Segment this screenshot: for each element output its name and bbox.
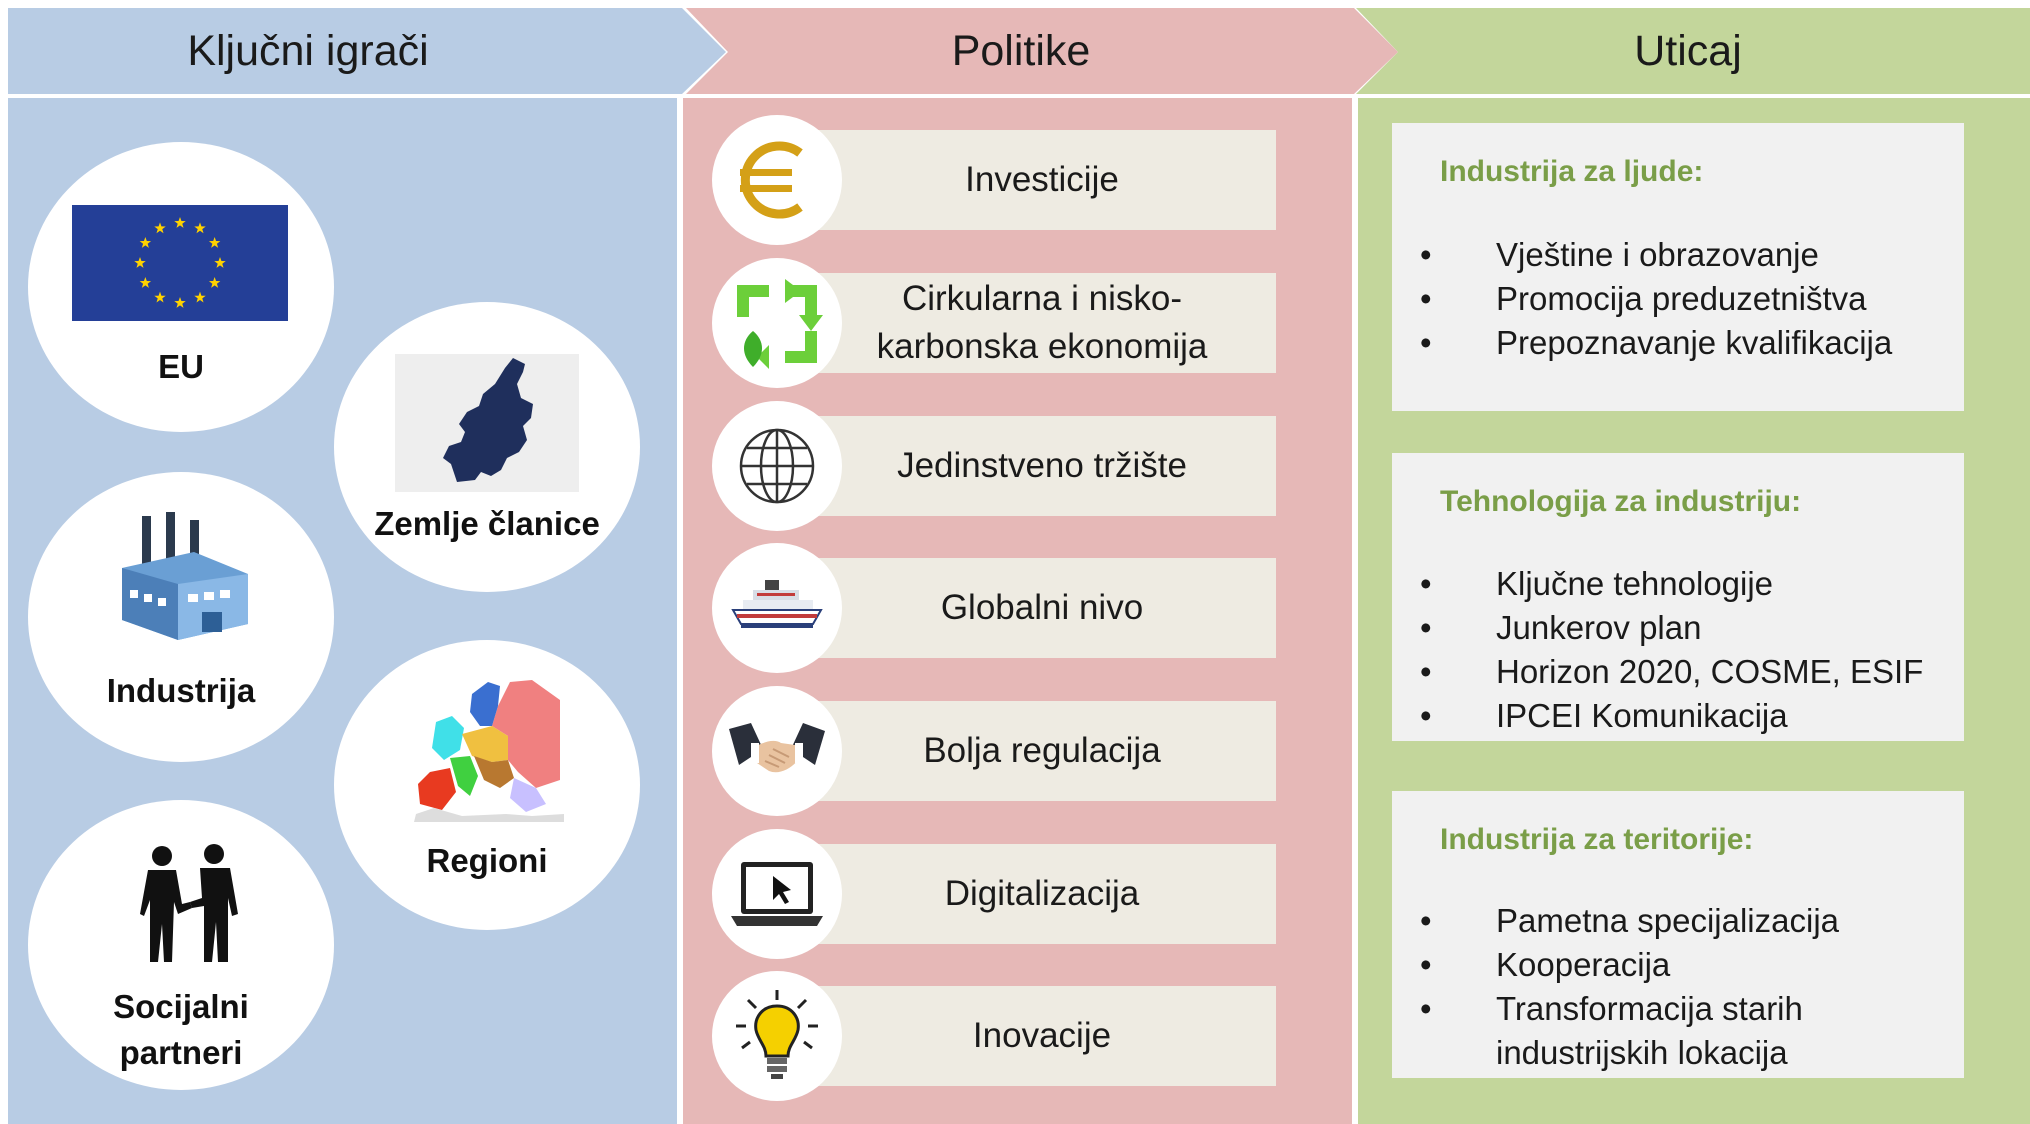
impact-title: Tehnologija za industriju: [1440, 485, 1802, 518]
list-item-text: Promocija preduzetništva [1496, 280, 1867, 317]
policy-label-line1: Cirkularna i nisko- [901, 279, 1183, 318]
euro-icon [712, 115, 842, 245]
list-item-text: Prepoznavanje kvalifikacija [1496, 324, 1893, 361]
eu-star-icon [134, 257, 146, 268]
policy-jedinstveno-trziste: Jedinstveno tržište [808, 416, 1276, 516]
list-item: • Pametna specijalizacija [1420, 899, 1839, 943]
list-item-text: Kooperacija [1496, 946, 1671, 983]
actor-regions-label: Regioni [426, 842, 548, 879]
impact-title: Industrija za teritorije: [1440, 823, 1754, 856]
policy-label: Globalni nivo [940, 588, 1144, 627]
eu-star-icon [194, 291, 206, 303]
bullet: • [1420, 946, 1432, 983]
list-item-text: Horizon 2020, COSME, ESIF [1496, 653, 1924, 690]
impact-box-people: Industrija za ljude: • Vještine i obrazov… [1392, 123, 1964, 411]
lightbulb-icon [712, 971, 842, 1101]
list-item: • Prepoznavanje kvalifikacija [1420, 321, 1892, 365]
list-item-text: IPCEI Komunikacija [1496, 697, 1788, 734]
eu-flag-icon [72, 205, 288, 321]
policy-bolja-regulacija: Bolja regulacija [808, 701, 1276, 801]
list-item: • Junkerov plan [1420, 606, 1923, 650]
actor-industry-label: Industrija [106, 672, 256, 709]
bullet: • [1420, 697, 1432, 734]
actor-member-states-label: Zemlje članice [374, 505, 600, 542]
actor-social-partners-label: Socijalni partneri [28, 984, 334, 1076]
header-chevrons [8, 8, 2030, 94]
impact-box-technology: Tehnologija za industriju: • Ključne tehn… [1392, 453, 1964, 741]
laptop-icon [712, 829, 842, 959]
bullet: • [1420, 990, 1432, 1027]
impact-box-territories: Industrija za teritorije: • Pametna speci… [1392, 791, 1964, 1078]
impact-list: • Pametna specijalizacija • Kooperacija • T… [1420, 899, 1839, 1075]
eu-star-icon [139, 277, 152, 288]
globe-icon [712, 401, 842, 531]
actor-eu-label: EU [158, 348, 204, 385]
handshake-icon [712, 686, 842, 816]
list-item: • IPCEI Komunikacija [1420, 694, 1923, 738]
actor-eu [28, 142, 334, 432]
bullet: • [1420, 324, 1432, 361]
eu-star-icon [208, 237, 221, 248]
header-impact: Uticaj [1634, 26, 1742, 75]
recycle-icon [712, 258, 842, 388]
regions-map-icon [414, 680, 564, 822]
bullet: • [1420, 609, 1432, 646]
policy-label: Jedinstveno tržište [897, 446, 1187, 485]
list-item-text: Junkerov plan [1496, 609, 1702, 646]
list-item: • Transformacija starih [1420, 987, 1839, 1031]
list-item-text: Transformacija starih [1496, 990, 1803, 1027]
list-item: • Horizon 2020, COSME, ESIF [1420, 650, 1923, 694]
eu-star-icon [139, 237, 152, 248]
header-policies: Politike [951, 26, 1091, 75]
actor-social-partners [28, 800, 334, 1090]
actor-member-states [334, 302, 640, 592]
europe-map-icon [395, 354, 579, 492]
social-partners-line2: partneri [119, 1034, 243, 1071]
policy-digitalizacija: Digitalizacija [808, 844, 1276, 944]
bullet: • [1420, 280, 1432, 317]
policy-label: Bolja regulacija [923, 731, 1161, 770]
actor-regions [334, 640, 640, 930]
list-item-text: industrijskih lokacija [1496, 1034, 1788, 1071]
policy-investicije: Investicije [808, 130, 1276, 230]
policy-label-line2: karbonska ekonomija [876, 327, 1208, 366]
bullet: • [1420, 236, 1432, 273]
impact-title: Industrija za ljude: [1440, 155, 1704, 188]
list-item: • Vještine i obrazovanje [1420, 233, 1892, 277]
list-item-text: Pametna specijalizacija [1496, 902, 1840, 939]
factory-icon [122, 512, 248, 640]
ship-icon [712, 543, 842, 673]
header-actors: Ključni igrači [187, 26, 429, 75]
policy-label: Cirkularna i nisko-karbonska ekonomija [877, 275, 1208, 371]
list-item: industrijskih lokacija [1420, 1031, 1839, 1075]
list-item: • Promocija preduzetništva [1420, 277, 1892, 321]
bullet: • [1420, 653, 1432, 690]
policy-inovacije: Inovacije [808, 986, 1276, 1086]
list-item: • Kooperacija [1420, 943, 1839, 987]
social-partners-line1: Socijalni [113, 988, 249, 1025]
policy-label: Investicije [965, 160, 1119, 199]
policy-label: Digitalizacija [944, 874, 1140, 913]
business-people-icon [140, 844, 238, 962]
list-item-text: Ključne tehnologije [1496, 565, 1774, 602]
list-item-text: Vještine i obrazovanje [1496, 236, 1819, 273]
eu-star-icon [154, 291, 166, 303]
impact-list: • Vještine i obrazovanje • Promocija predu… [1420, 233, 1892, 365]
actor-industry [28, 472, 334, 762]
policy-cirkularna: Cirkularna i nisko-karbonska ekonomija [808, 273, 1276, 373]
policy-label: Inovacije [972, 1016, 1112, 1055]
bullet: • [1420, 902, 1432, 939]
eu-star-icon [208, 277, 221, 288]
list-item: • Ključne tehnologije [1420, 562, 1923, 606]
eu-star-icon [214, 257, 226, 268]
policy-globalni-nivo: Globalni nivo [808, 558, 1276, 658]
bullet: • [1420, 565, 1432, 602]
eu-star-icon [174, 297, 186, 308]
impact-list: • Ključne tehnologije • Junkerov plan • Hor… [1420, 562, 1923, 738]
eu-star-icon [194, 222, 206, 234]
eu-star-icon [174, 217, 186, 228]
eu-star-icon [154, 222, 166, 234]
